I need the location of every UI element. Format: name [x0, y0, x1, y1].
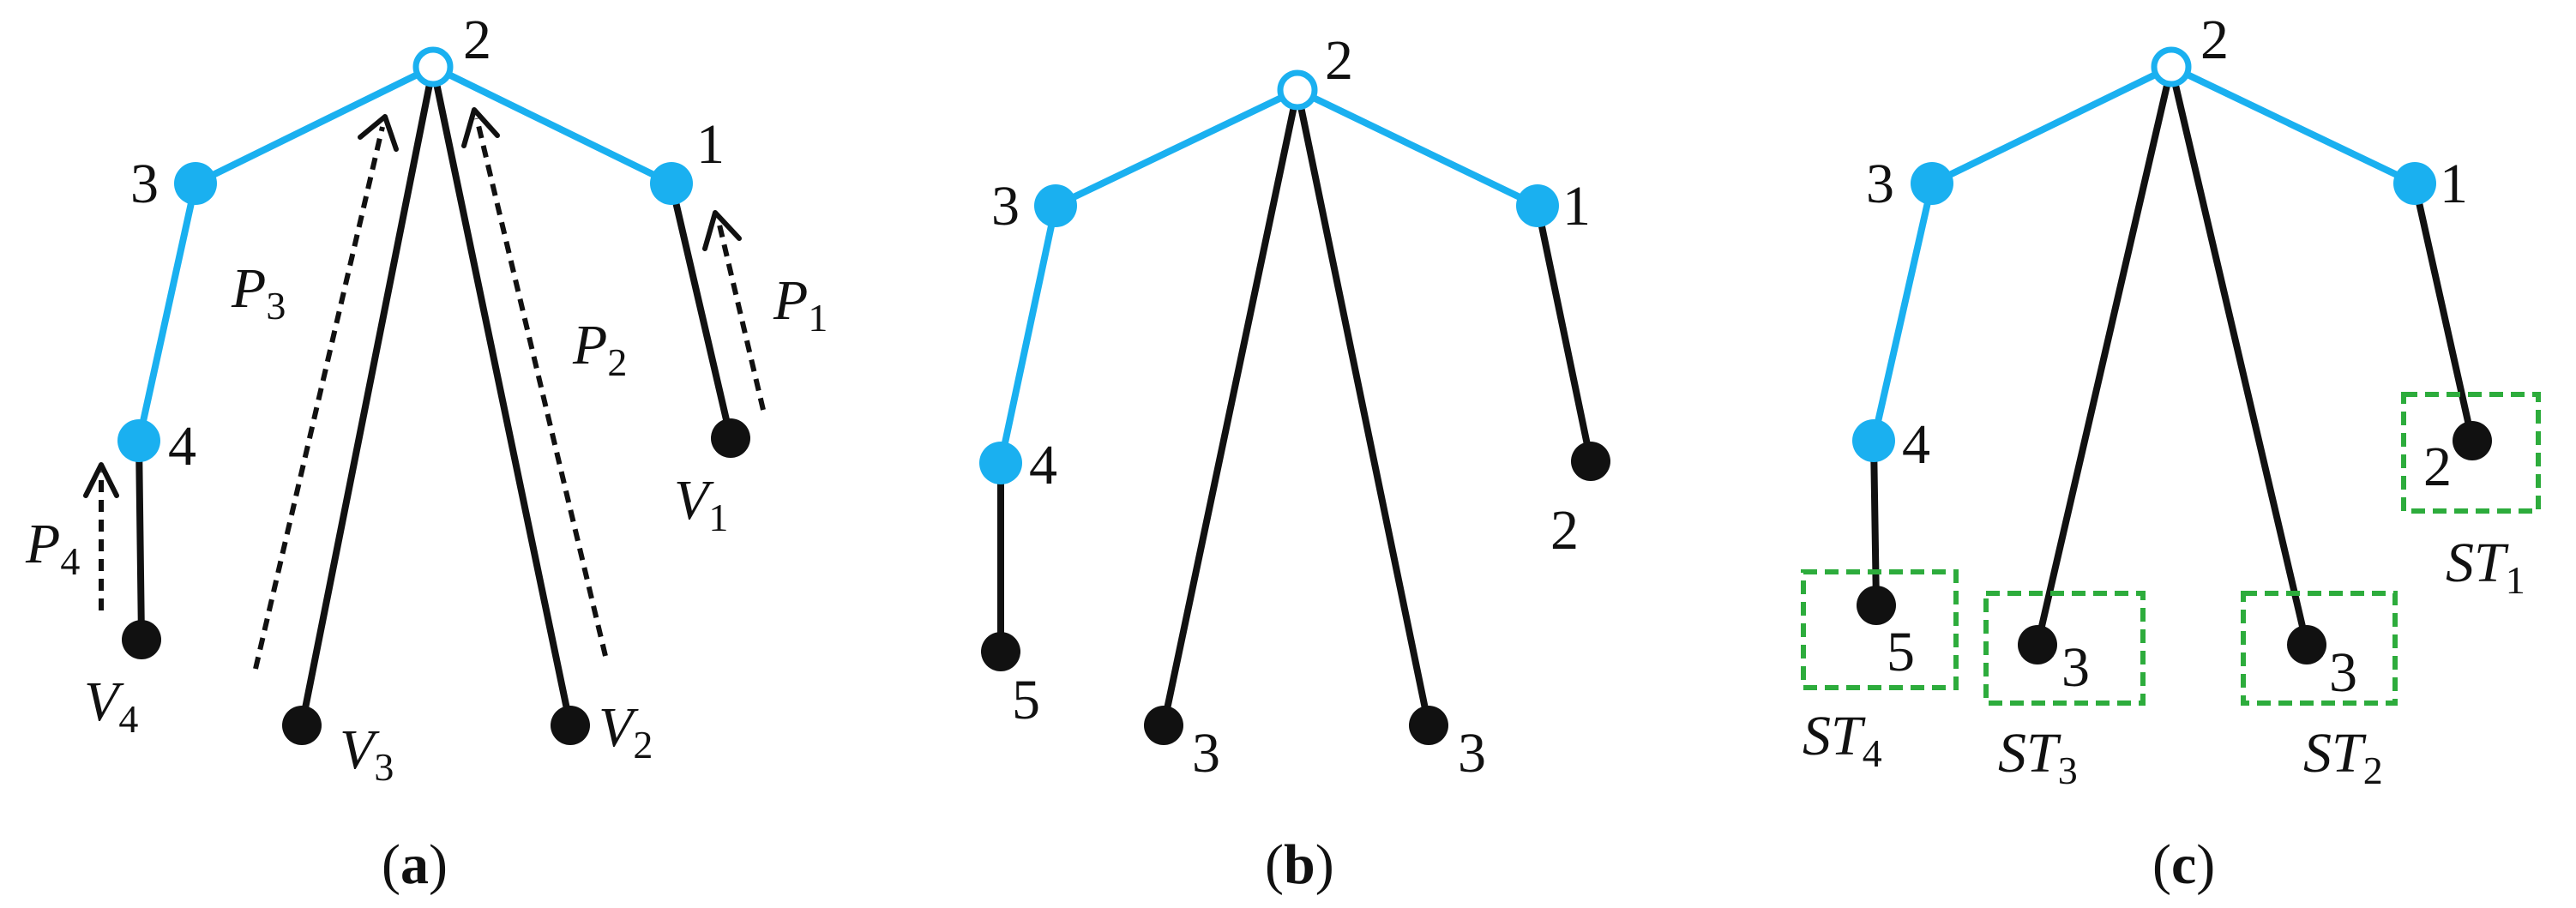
- node-1-label: 1: [696, 113, 725, 176]
- leaf-node: [1857, 586, 1896, 625]
- edge-node-3-to-node-4: [135, 180, 199, 444]
- root-node-open: [2151, 46, 2192, 87]
- edge-node-4-to-v4: [135, 437, 145, 643]
- root-label: 2: [1325, 29, 1353, 92]
- leaf-v3-label: 3: [1192, 722, 1220, 785]
- st3-label: ST3: [1998, 722, 2078, 792]
- node-4-label: 4: [168, 415, 196, 478]
- path-p1-arrow: [716, 220, 766, 411]
- node-3: [1911, 162, 1953, 205]
- edge-root-to-leaf-left: [1160, 87, 1301, 729]
- path-p1-arrowhead: [702, 210, 742, 251]
- node-4: [117, 419, 160, 462]
- edge-node-4-to-leaf: [1870, 437, 1880, 609]
- caption-b: (b): [1265, 833, 1334, 896]
- v1-label: V1: [674, 469, 728, 539]
- node-1: [650, 162, 693, 205]
- leaf-node: [2453, 421, 2492, 460]
- root-label: 2: [463, 9, 491, 71]
- v4-label: V4: [84, 670, 138, 741]
- leaf-node: [1144, 706, 1183, 745]
- p1-label: P1: [773, 269, 828, 340]
- edge-node-1-to-v1: [668, 180, 734, 442]
- leaf-v3: [282, 706, 322, 745]
- p3-label: P3: [231, 257, 286, 328]
- leaf-v3-label: 3: [2061, 636, 2090, 699]
- node-4: [1852, 419, 1895, 462]
- v3-label: V3: [340, 719, 394, 789]
- panel-b: 2 3 1 4 2 5 3 3 (b): [979, 29, 1610, 896]
- node-4: [979, 442, 1022, 484]
- edge-root-to-node-1: [1294, 87, 1541, 209]
- st1-label: ST1: [2446, 532, 2525, 602]
- edge-node-1-to-leaf: [2411, 180, 2476, 444]
- subtree-box-st4: [1801, 569, 1959, 690]
- p2-label: P2: [572, 314, 627, 384]
- st4-label: ST4: [1803, 705, 1882, 775]
- node-4-label: 4: [1902, 413, 1930, 476]
- path-p4-arrowhead: [83, 462, 119, 498]
- root-label: 2: [2200, 9, 2229, 71]
- subtree-box-st2: [2241, 591, 2398, 706]
- panel-c: 2 3 1 4 2 5 3 3 ST1 ST4 ST3 ST2 (c): [1801, 9, 2541, 896]
- leaf-v2: [551, 706, 590, 745]
- path-p2-arrowhead: [461, 107, 500, 148]
- edge-root-to-node-3: [192, 63, 436, 187]
- edge-node-1-to-leaf: [1534, 202, 1594, 465]
- edge-root-to-leaf-left: [2034, 63, 2175, 648]
- edge-root-to-node-3: [1929, 63, 2175, 187]
- node-3-label: 3: [130, 153, 159, 215]
- leaf-v2-label: 3: [1458, 722, 1486, 785]
- node-3: [174, 162, 217, 205]
- root-node-open: [412, 46, 454, 87]
- leaf-node: [1571, 442, 1610, 481]
- path-p2-arrow: [474, 117, 608, 657]
- leaf-v4: [122, 620, 161, 659]
- leaf-right-label: 2: [2423, 436, 2452, 498]
- node-1: [1516, 184, 1559, 227]
- edge-root-to-leaf-right: [2168, 63, 2310, 648]
- v2-label: V2: [599, 696, 653, 767]
- st2-label: ST2: [2303, 722, 2383, 792]
- subtree-box-st1: [2401, 392, 2541, 514]
- node-1: [2393, 162, 2436, 205]
- leaf-node: [1409, 706, 1448, 745]
- caption-c: (c): [2152, 833, 2215, 896]
- node-3-label: 3: [1866, 153, 1894, 215]
- path-p3-arrow: [253, 126, 385, 670]
- node-3: [1034, 184, 1077, 227]
- root-node-open: [1277, 69, 1318, 111]
- edge-node-3-to-node-4: [1870, 180, 1935, 444]
- edge-root-to-node-1: [2168, 63, 2418, 187]
- path-p3-arrowhead: [358, 114, 399, 152]
- edge-root-to-v2: [430, 63, 574, 729]
- leaf-node: [981, 632, 1020, 671]
- node-4-label: 4: [1029, 434, 1057, 496]
- leaf-right-label: 2: [1550, 499, 1579, 562]
- leaf-v4-label: 5: [1887, 621, 1915, 683]
- caption-a: (a): [382, 833, 448, 896]
- edge-node-3-to-node-4: [997, 202, 1059, 466]
- leaf-v2-label: 3: [2329, 641, 2357, 704]
- node-1-label: 1: [1562, 175, 1591, 238]
- leaf-node: [2018, 625, 2057, 664]
- panel-a: 2 3 1 4 V1 V4 V3 V2 P3 P2 P1 P4 (a): [25, 9, 828, 896]
- edge-root-to-node-1: [430, 63, 675, 187]
- leaf-v4-label: 5: [1012, 669, 1040, 731]
- edge-root-to-node-3: [1052, 87, 1301, 209]
- node-3-label: 3: [991, 175, 1020, 238]
- leaf-node: [2287, 625, 2326, 664]
- p4-label: P4: [25, 513, 80, 583]
- subtree-box-st3: [1983, 591, 2146, 706]
- edge-root-to-leaf-right: [1294, 87, 1432, 729]
- edge-root-to-v3: [298, 63, 436, 729]
- node-1-label: 1: [2440, 153, 2468, 215]
- leaf-v1: [711, 418, 750, 458]
